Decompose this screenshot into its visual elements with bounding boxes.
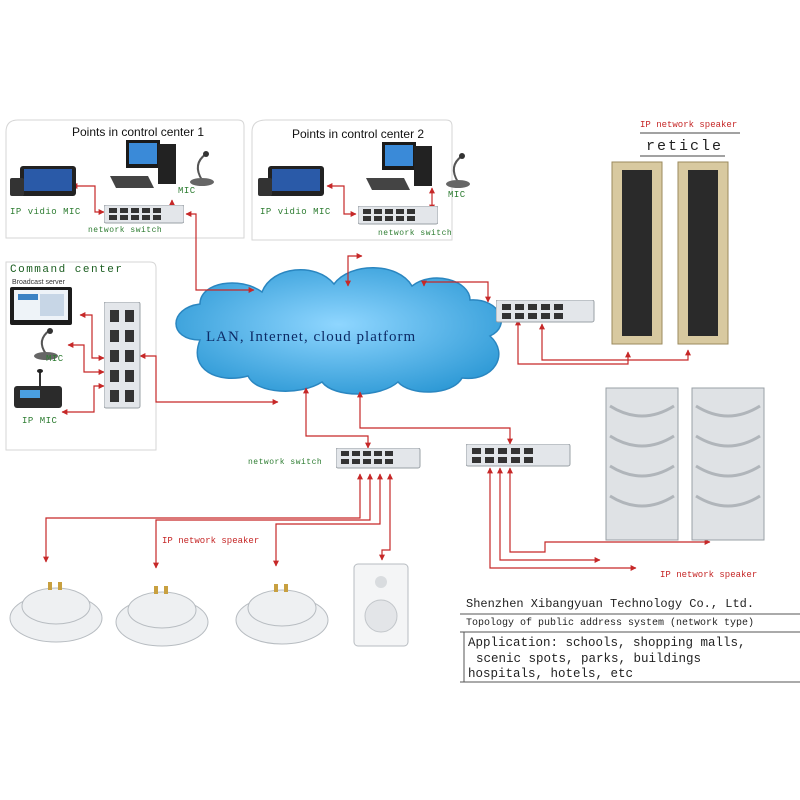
command-switch-icon: [104, 302, 141, 409]
network-switch-bottom-right-icon: [466, 444, 571, 467]
mic-2-label: MIC: [448, 190, 466, 200]
broadcast-server-icon: [10, 287, 72, 325]
ceiling-speakers-icon: [9, 582, 329, 647]
pc-workstation-1-icon: [110, 140, 176, 188]
network-switch-bottom-left-icon: [336, 448, 421, 469]
desk-mic-2-icon: [446, 153, 470, 188]
command-center-title: Command center: [10, 264, 124, 276]
ip-mic-label: IP MIC: [22, 416, 58, 426]
column-speakers-icon: [611, 161, 729, 345]
video-mic-1-icon: [10, 166, 76, 196]
network-switch-1-icon: [104, 205, 184, 224]
control-center-1-title: Points in control center 1: [72, 125, 205, 139]
wall-speaker-label: IP network speaker: [660, 570, 758, 580]
switch-2-label: network switch: [378, 229, 453, 238]
desk-mic-1-icon: [190, 151, 214, 186]
wall-box-speaker-icon: [353, 563, 409, 647]
topology-title: Topology of public address system (netwo…: [466, 618, 755, 629]
switch-1-label: network switch: [88, 226, 163, 235]
desk-mic-cmd-icon: [34, 328, 58, 360]
application-line-3: hospitals, hotels, etc: [468, 667, 634, 681]
video-mic-2-icon: [258, 166, 324, 196]
control-center-2-title: Points in control center 2: [292, 127, 425, 141]
pc-workstation-2-icon: [366, 142, 432, 190]
video-mic-1-label: IP vidio MIC: [10, 207, 81, 217]
cmd-mic-label: MIC: [46, 354, 64, 364]
application-line-2: scenic spots, parks, buildings: [476, 652, 702, 666]
ip-mic-console-icon: [14, 369, 62, 408]
column-speaker-header: IP network speaker: [640, 120, 738, 130]
video-mic-2-label: IP vidio MIC: [260, 207, 331, 217]
wall-column-speakers-icon: [605, 387, 765, 541]
ceiling-speaker-label: IP network speaker: [162, 536, 260, 546]
mic-1-label: MIC: [178, 186, 196, 196]
application-line-1: Application: schools, shopping malls,: [468, 636, 746, 650]
broadcast-server-label: Broadcast server: [12, 279, 65, 286]
column-speaker-name: reticle: [646, 138, 724, 155]
company-name: Shenzhen Xibangyuan Technology Co., Ltd.: [466, 597, 755, 611]
network-switch-2-icon: [358, 206, 438, 225]
cloud-label: LAN, Internet, cloud platform: [206, 329, 417, 345]
network-switch-right-top-icon: [496, 300, 595, 323]
bottom-switch-label: network switch: [248, 458, 323, 467]
